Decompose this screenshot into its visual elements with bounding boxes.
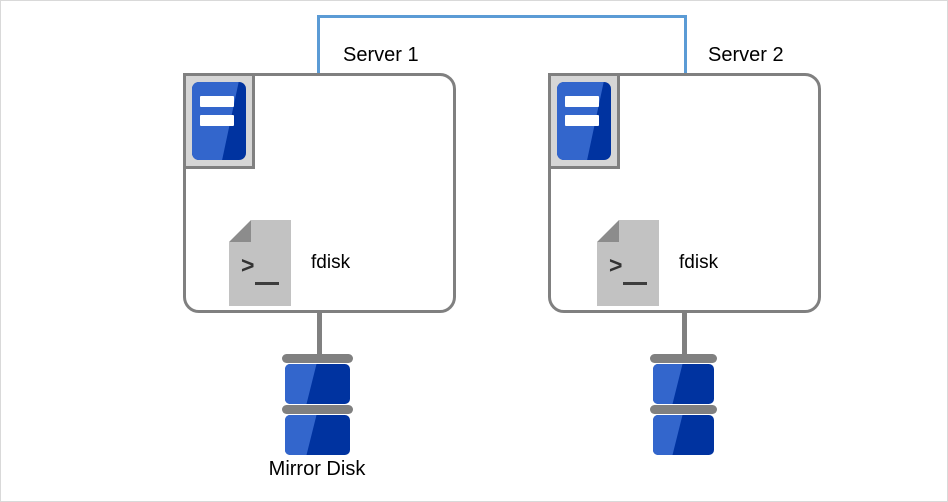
server-1-disk-connector [317, 313, 322, 359]
server-icon-body [557, 82, 611, 160]
interconnect-left-segment [317, 15, 320, 74]
fdisk-prompt-chevron-icon: > [241, 252, 255, 278]
server-2-fdisk-group[interactable]: > fdisk [597, 220, 718, 306]
server-2-label: Server 2 [708, 44, 784, 66]
disk-platter-2 [285, 415, 350, 455]
fdisk-page-fold-corner [597, 220, 619, 242]
server-1-label: Server 1 [343, 44, 419, 66]
server-icon-bay-bar-1 [200, 96, 234, 107]
server-2-disk-connector [682, 313, 687, 359]
server-1-fdisk-label: fdisk [311, 252, 351, 273]
disk-platter-2 [653, 415, 714, 455]
mirror-disk-label: Mirror Disk [268, 458, 366, 480]
fdisk-terminal-document-icon: > [229, 220, 291, 306]
interconnect-right-segment [684, 15, 687, 74]
server-icon-bay-bar-2 [200, 115, 234, 126]
disk-cap-top [650, 354, 717, 363]
server-icon [548, 73, 620, 169]
server-2-fdisk-label: fdisk [679, 252, 719, 273]
disk-platter-1-highlight [285, 364, 318, 404]
server-icon-bay-bar-2 [565, 115, 599, 126]
server-1-mirror-disk-icon[interactable] [282, 354, 353, 457]
fdisk-page-fold-corner [229, 220, 251, 242]
disk-cap-top [282, 354, 353, 363]
disk-platter-1 [285, 364, 350, 404]
server-icon [183, 73, 255, 169]
fdisk-cursor-underscore-icon [255, 282, 279, 285]
fdisk-terminal-document-icon: > [597, 220, 659, 306]
server-icon-bay-bar-1 [565, 96, 599, 107]
disk-platter-2-highlight [653, 415, 684, 455]
server-1-fdisk-group[interactable]: > fdisk [229, 220, 350, 306]
disk-platter-1-highlight [653, 364, 684, 404]
fdisk-prompt-chevron-icon: > [609, 252, 623, 278]
server-2-mirror-disk-icon[interactable] [650, 354, 717, 457]
disk-cap-middle [650, 405, 717, 414]
disk-platter-1 [653, 364, 714, 404]
disk-cap-middle [282, 405, 353, 414]
disk-platter-2-highlight [285, 415, 318, 455]
server-icon-body [192, 82, 246, 160]
interconnect-top-segment [317, 15, 687, 18]
fdisk-cursor-underscore-icon [623, 282, 647, 285]
